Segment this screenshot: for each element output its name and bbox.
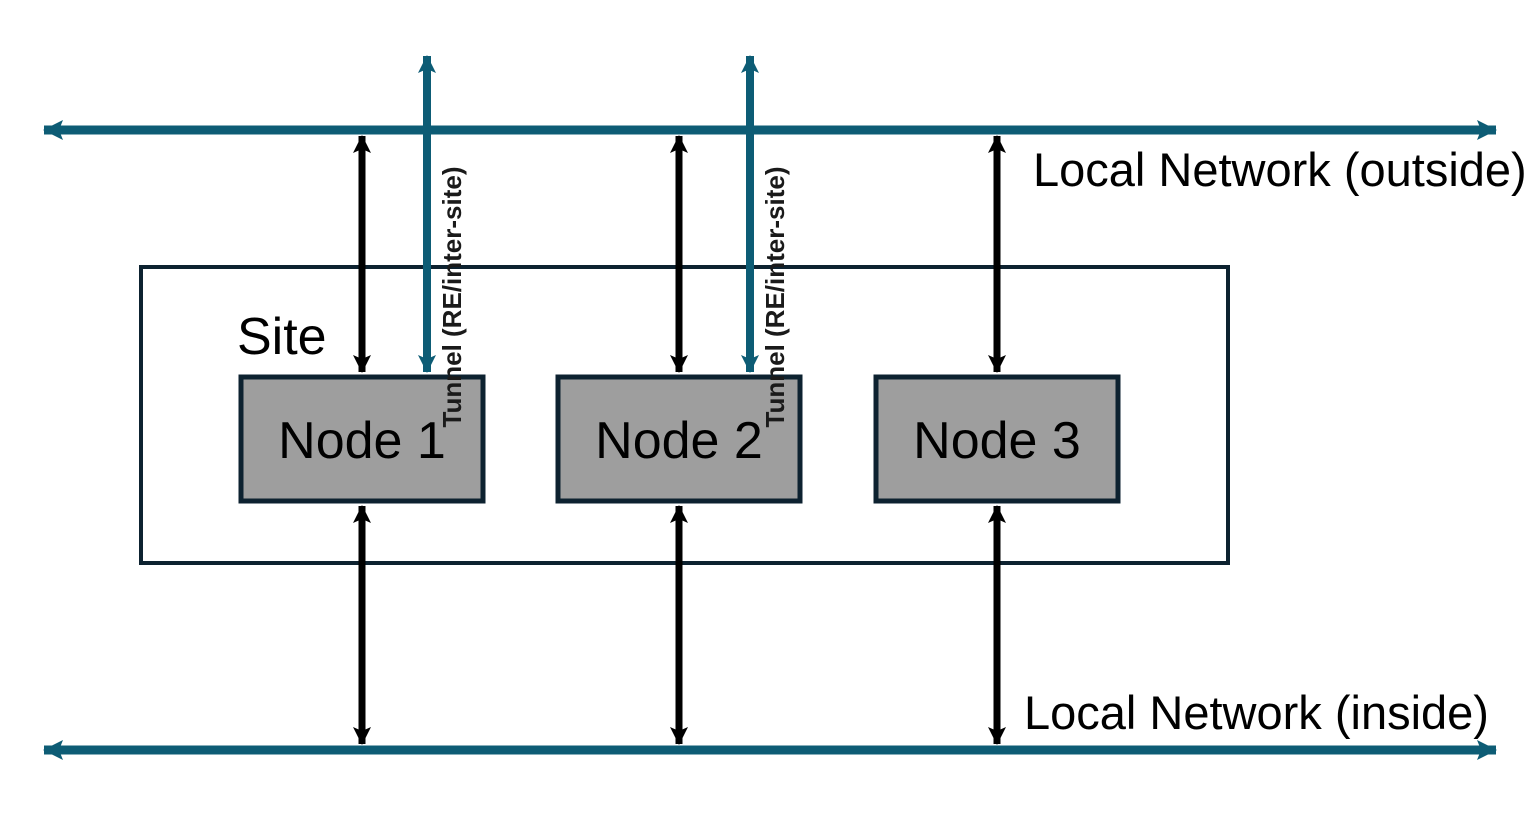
network-label-inside: Local Network (inside)	[1024, 686, 1489, 739]
network-label-outside: Local Network (outside)	[1033, 143, 1527, 196]
node-label-node-1: Node 1	[278, 412, 446, 470]
node-boxes-group	[238, 374, 1121, 504]
node-label-node-2: Node 2	[595, 412, 763, 470]
tunnel-label-1: Tunnel (RE/inter-site)	[437, 167, 467, 428]
node-box-node-2[interactable]	[555, 374, 803, 504]
inside-links-group	[353, 505, 1006, 745]
node-box-node-3[interactable]	[873, 374, 1121, 504]
tunnel-links-group	[418, 55, 759, 373]
tunnel-label-2: Tunnel (RE/inter-site)	[760, 167, 790, 428]
site-label: Site	[237, 308, 327, 366]
outside-links-group	[353, 135, 1006, 373]
node-box-node-1[interactable]	[238, 374, 486, 504]
node-label-node-3: Node 3	[913, 412, 1081, 470]
